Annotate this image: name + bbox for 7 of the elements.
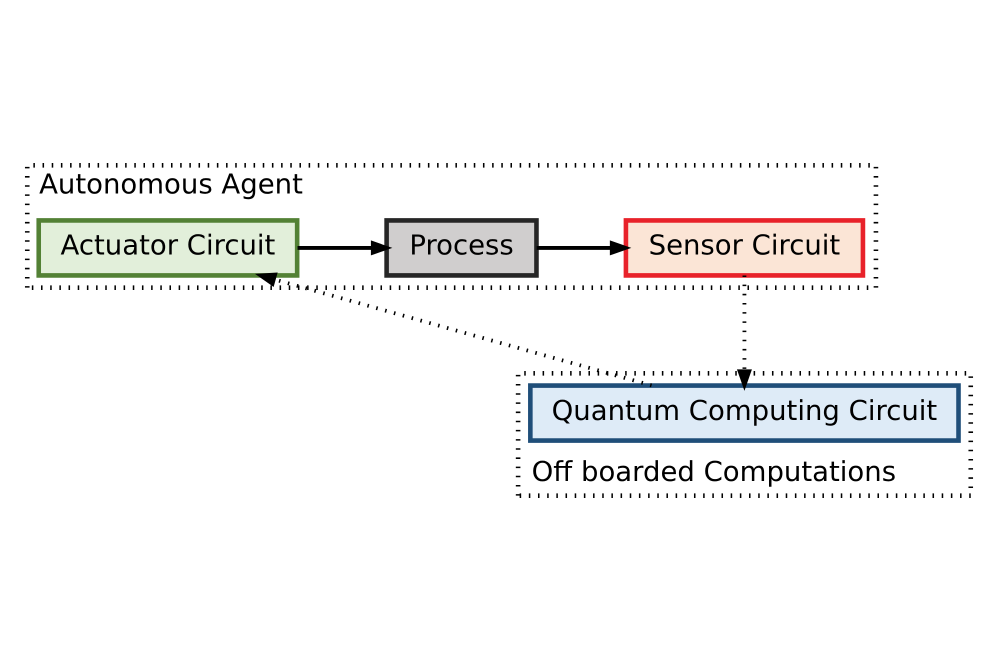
node-box: Quantum Computing Circuit (528, 382, 961, 442)
node-box: Process (384, 218, 539, 278)
node-box: Actuator Circuit (36, 218, 300, 278)
arrow (736, 275, 752, 390)
node-box: Sensor Circuit (624, 218, 866, 278)
arrow (298, 240, 392, 255)
arrow (536, 240, 632, 255)
